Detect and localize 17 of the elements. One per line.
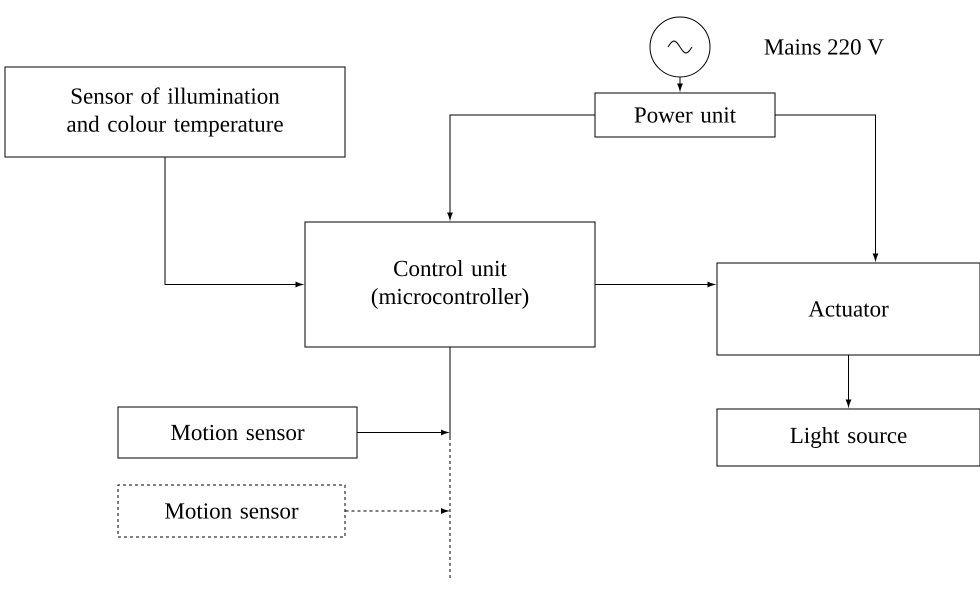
arrow xyxy=(345,508,448,514)
process-box: Light source xyxy=(716,408,980,466)
arrow xyxy=(595,282,715,288)
process-box: Control unit (microcontroller) xyxy=(304,222,596,348)
ac-source-symbol xyxy=(650,16,710,78)
process-box: Motion sensor xyxy=(118,484,346,538)
arrow xyxy=(164,156,303,288)
process-box: Motion sensor xyxy=(118,406,358,458)
arrow xyxy=(357,430,448,436)
arrow xyxy=(775,114,878,261)
process-box: Sensor of illumination and colour temperature xyxy=(4,66,346,158)
node-caption: Mains 220 V xyxy=(764,39,884,55)
process-box: Actuator xyxy=(716,262,980,356)
process-box: Power unit xyxy=(594,92,776,138)
arrow xyxy=(677,77,683,91)
arrow xyxy=(447,114,595,220)
arrow xyxy=(846,355,852,407)
